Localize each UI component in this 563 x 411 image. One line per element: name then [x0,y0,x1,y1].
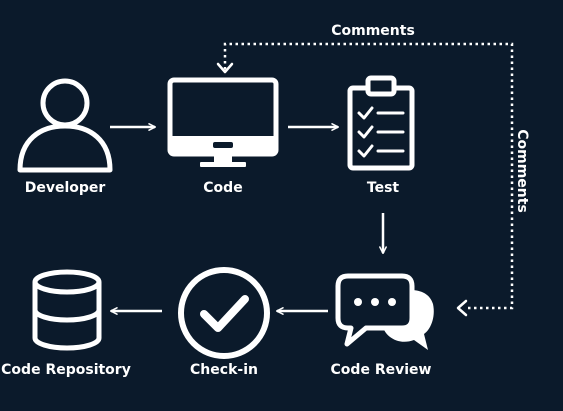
comments-label-side: Comments [514,129,530,213]
developer-node: Developer [17,78,113,196]
test-label: Test [367,180,400,196]
code-label: Code [203,180,242,196]
test-node: Test [347,75,415,196]
comments-dotted-connector [223,42,514,310]
comments-arrowhead-to-code [216,62,234,74]
code-review-label: Code Review [331,362,432,378]
clipboard-checklist-icon [347,75,415,171]
database-icon [32,269,102,351]
check-in-node: Check-in [178,267,270,378]
code-node: Code [167,77,279,196]
person-icon [17,78,113,173]
monitor-icon [167,77,279,167]
code-review-node: Code Review [331,273,434,378]
code-repository-label: Code Repository [1,362,131,378]
comments-label-top: Comments [331,23,415,39]
comments-arrowhead-to-code-review [456,299,468,317]
comments-feedback-loop: Comments Comments [216,23,530,317]
check-circle-icon [178,267,270,359]
code-repository-node: Code Repository [1,269,131,378]
check-in-label: Check-in [190,362,258,378]
developer-label: Developer [25,180,106,196]
chat-bubbles-icon [335,273,434,350]
